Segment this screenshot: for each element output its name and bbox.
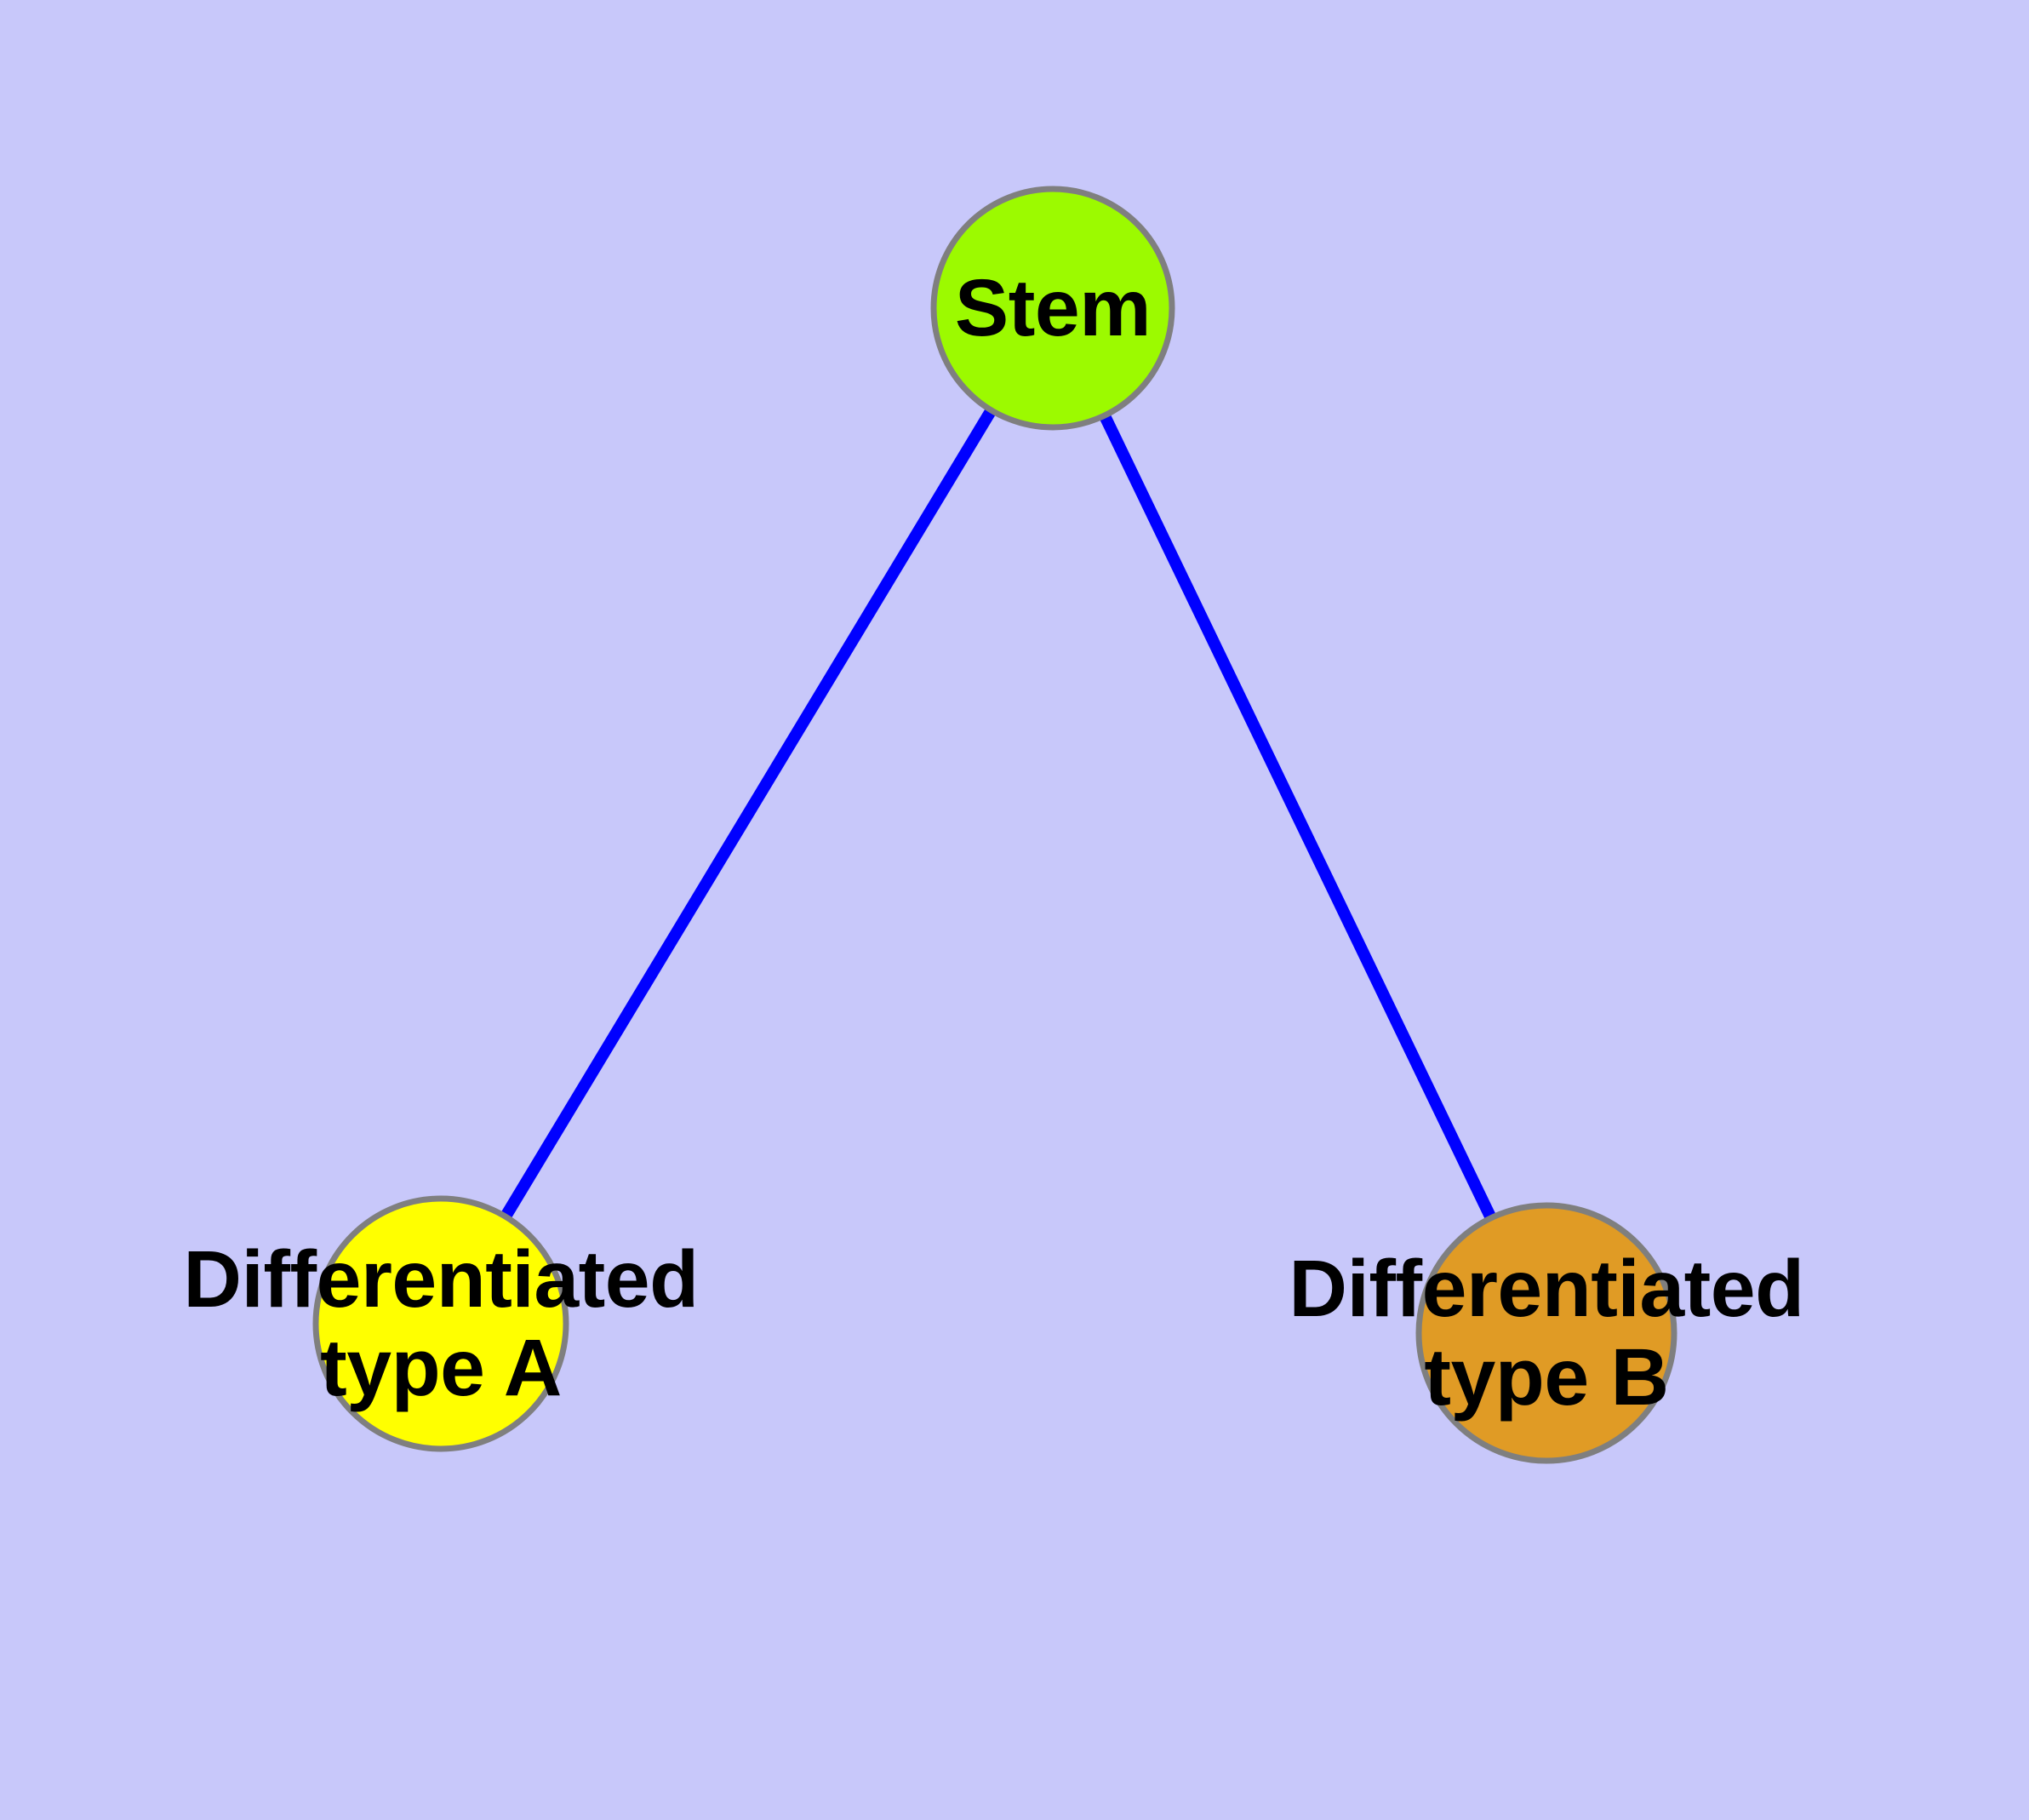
graph-edge-stem-to-diff-a[interactable] [500, 408, 997, 1219]
graph-edge-stem-to-diff-b[interactable] [1099, 413, 1496, 1220]
edges-layer [500, 408, 1496, 1220]
graph-node-diff_b[interactable] [1415, 1202, 1677, 1464]
graph-node-diff_a[interactable] [312, 1195, 569, 1452]
graph-node-stem[interactable] [930, 186, 1175, 431]
nodes-layer [312, 186, 1677, 1464]
